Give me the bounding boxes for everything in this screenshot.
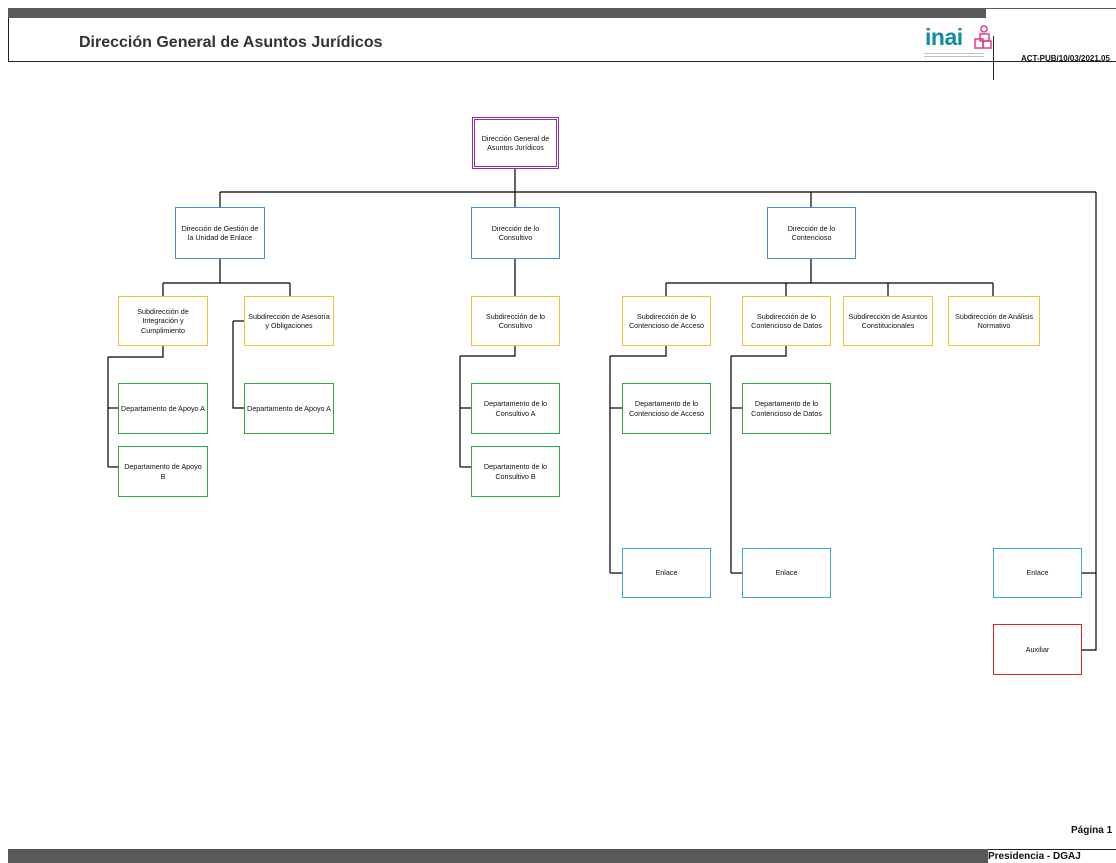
node-direccion-general: Dirección General de Asuntos Jurídicos	[472, 117, 559, 169]
header-top-bar	[8, 8, 986, 18]
footer-bar	[8, 849, 988, 863]
node-sub-asuntos-constitucionales: Subdirección de Asuntos Constitucionales	[843, 296, 933, 346]
node-dir-contencioso: Dirección de lo Contencioso	[767, 207, 856, 259]
node-dir-gestion-unidad-enlace: Dirección de Gestión de la Unidad de Enl…	[175, 207, 265, 259]
logo-wordmark: inai	[925, 24, 963, 50]
footer-label-box: Presidencia - DGAJ	[988, 849, 1116, 863]
node-enlace-datos: Enlace	[742, 548, 831, 598]
node-dep-apoyo-a-integracion: Departamento de Apoyo A	[118, 383, 208, 434]
node-dep-consultivo-b: Departamento de lo Consultivo B	[471, 446, 560, 497]
node-enlace-general: Enlace	[993, 548, 1082, 598]
page-title: Dirección General de Asuntos Jurídicos	[79, 34, 383, 51]
logo-people-icon	[974, 25, 992, 49]
node-sub-contencioso-acceso: Subdirección de lo Contencioso de Acceso	[622, 296, 711, 346]
header-top-bar-end	[986, 8, 1116, 18]
node-sub-contencioso-datos: Subdirección de lo Contencioso de Datos	[742, 296, 831, 346]
page-number: Página 1	[1071, 825, 1113, 836]
node-dep-apoyo-a-asesoria: Departamento de Apoyo A	[244, 383, 334, 434]
inai-logo: inai	[921, 24, 993, 60]
node-dep-consultivo-a: Departamento de lo Consultivo A	[471, 383, 560, 434]
node-dep-contencioso-datos: Departamento de lo Contencioso de Datos	[742, 383, 831, 434]
node-sub-consultivo: Subdirección de lo Consultivo	[471, 296, 560, 346]
node-enlace-acceso: Enlace	[622, 548, 711, 598]
logo-tagline	[924, 53, 984, 59]
node-dir-consultivo: Dirección de lo Consultivo	[471, 207, 560, 259]
document-code: ACT-PUB/10/03/2021.05	[1021, 54, 1110, 63]
document-code-box: ACT-PUB/10/03/2021.05	[993, 36, 1116, 80]
node-sub-asesoria-obligaciones: Subdirección de Asesoría y Obligaciones	[244, 296, 334, 346]
node-dep-contencioso-acceso: Departamento de lo Contencioso de Acceso	[622, 383, 711, 434]
page-header: Dirección General de Asuntos Jurídicos i…	[8, 18, 1116, 80]
footer-section-label: Presidencia - DGAJ	[988, 851, 1081, 862]
node-sub-integracion-cumplimiento: Subdirección de Integración y Cumplimien…	[118, 296, 208, 346]
node-auxiliar: Auxiliar	[993, 624, 1082, 675]
node-sub-analisis-normativo: Subdirección de Análisis Normativo	[948, 296, 1040, 346]
node-dep-apoyo-b-integracion: Departamento de Apoyo B	[118, 446, 208, 497]
